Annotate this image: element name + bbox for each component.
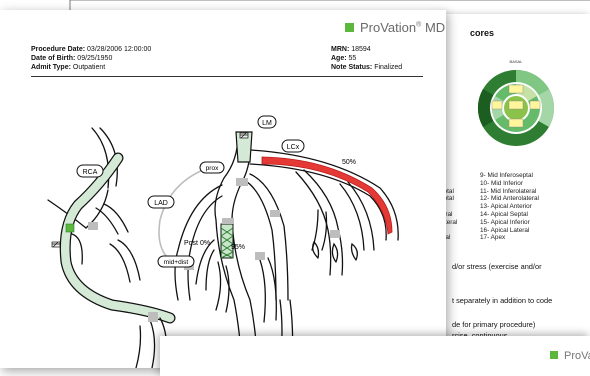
- prox-label: prox: [200, 162, 224, 173]
- logo-square-icon: [550, 351, 558, 359]
- post-stent-value: Post 0%: [184, 240, 210, 247]
- note-status-label: Note Status:: [331, 64, 372, 71]
- segment-legend: l9- Mid Inferoseptal l10- Mid Inferior e…: [440, 172, 539, 242]
- coronary-artery-diagram: RCA LM LCx LAD prox mid+dist 50% Post 0%…: [0, 80, 446, 368]
- provation-logo: ProVation® MD: [345, 20, 445, 35]
- note-status-value: Finalized: [374, 64, 402, 71]
- svg-text:LM: LM: [262, 120, 272, 127]
- rca-catheter-icon: [52, 242, 60, 247]
- mrn-label: MRN:: [331, 46, 349, 53]
- connector-node-icon: [66, 224, 74, 232]
- legend-row: l10- Mid Inferior: [440, 180, 539, 188]
- rca-label: RCA: [77, 165, 103, 177]
- lad-stenosis-value: 95%: [231, 244, 245, 251]
- logo-square-icon: [345, 23, 354, 32]
- svg-text:LAD: LAD: [154, 200, 168, 207]
- svg-text:LCx: LCx: [287, 144, 300, 151]
- bullseye-title: BASAL: [510, 59, 524, 64]
- svg-text:RCA: RCA: [83, 169, 98, 176]
- age-value: 55: [349, 55, 357, 62]
- legend-row: 13- Apical Anterior: [440, 203, 539, 211]
- bullseye-diagram: BASAL: [470, 56, 562, 156]
- lcx-label: LCx: [282, 140, 304, 152]
- legend-row: 16- Apical Lateral: [440, 227, 539, 235]
- back-text-line: d/or stress (exercise and/or: [452, 262, 542, 271]
- back-section-heading: cores: [470, 28, 494, 38]
- third-document-page: [160, 336, 590, 376]
- lm-label: LM: [258, 116, 276, 128]
- procedure-date-label: Procedure Date:: [31, 46, 85, 53]
- lm-catheter-icon: [240, 133, 248, 138]
- legend-row: l9- Mid Inferoseptal: [440, 172, 539, 180]
- age-label: Age:: [331, 55, 347, 62]
- third-provation-logo: ProVa: [550, 350, 590, 362]
- procedure-date-value: 03/28/2006 12:00:00: [87, 46, 151, 53]
- mrn-value: 18594: [351, 46, 370, 53]
- header-divider: [31, 76, 423, 77]
- mid-dist-label: mid+dist: [158, 256, 194, 267]
- lad-label: LAD: [148, 196, 174, 208]
- lcx-stenosis-value: 50%: [342, 159, 356, 166]
- legend-row: ptal17- Apex: [440, 234, 539, 242]
- patient-info-right: MRN: 18594 Age: 55 Note Status: Finalize…: [331, 45, 402, 72]
- lad-stent: [221, 224, 233, 258]
- dob-label: Date of Birth:: [31, 55, 75, 62]
- admit-type-label: Admit Type:: [31, 64, 71, 71]
- dob-value: 09/25/1950: [77, 55, 112, 62]
- svg-text:mid+dist: mid+dist: [164, 259, 189, 266]
- back-text-line: t separately in addition to code: [452, 296, 552, 305]
- back-text-line: de for primary procedure): [452, 320, 535, 329]
- svg-text:prox: prox: [206, 165, 219, 172]
- patient-info-left: Procedure Date: 03/28/2006 12:00:00 Date…: [31, 45, 151, 72]
- admit-type-value: Outpatient: [73, 64, 105, 71]
